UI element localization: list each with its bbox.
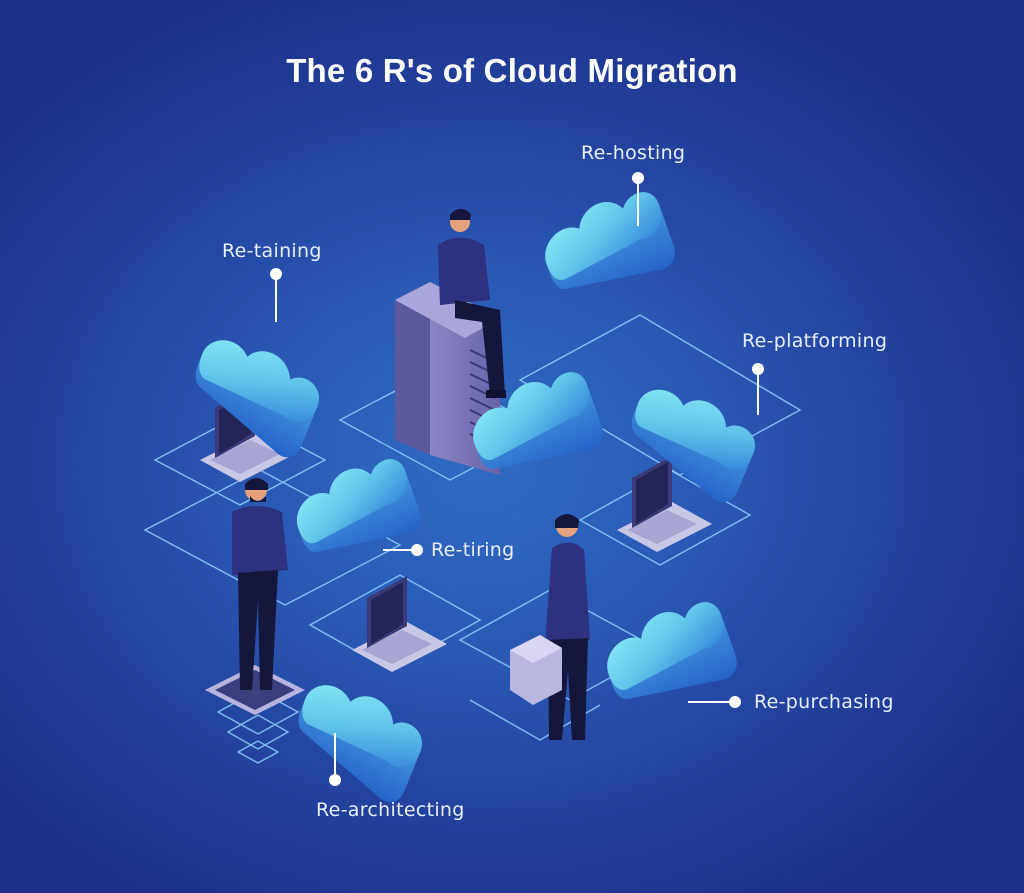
person-sitting — [438, 208, 506, 398]
person-with-briefcase — [510, 514, 590, 740]
label-re-taining: Re-taining — [222, 240, 322, 262]
pin-dot-re-architecting — [329, 774, 341, 786]
pin-line-re-architecting — [334, 733, 336, 775]
pin-line-re-taining — [275, 278, 277, 322]
person-standing-left — [205, 478, 305, 715]
label-re-architecting: Re-architecting — [316, 799, 465, 821]
pin-line-re-tiring — [383, 549, 415, 551]
pin-dot-re-taining — [270, 268, 282, 280]
label-re-purchasing: Re-purchasing — [754, 691, 894, 713]
pin-dot-re-purchasing — [729, 696, 741, 708]
server-tower — [395, 282, 500, 475]
label-re-tiring: Re-tiring — [431, 539, 515, 561]
page-title: The 6 R's of Cloud Migration — [286, 52, 738, 89]
pin-line-re-purchasing — [688, 701, 732, 703]
label-re-hosting: Re-hosting — [581, 142, 686, 164]
pin-line-re-platforming — [757, 373, 759, 415]
pin-dot-re-hosting — [632, 172, 644, 184]
label-re-platforming: Re-platforming — [742, 330, 888, 352]
pin-line-re-hosting — [637, 182, 639, 226]
pin-dot-re-platforming — [752, 363, 764, 375]
pin-dot-re-tiring — [411, 544, 423, 556]
